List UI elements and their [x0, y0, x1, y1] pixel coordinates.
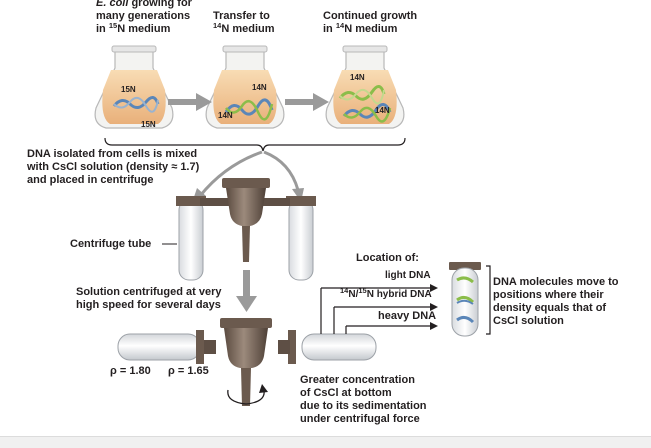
dna-mixed-icon	[338, 85, 392, 123]
density-top-label: ρ = 1.65	[168, 365, 209, 377]
dna-caption-line1: DNA isolated from cells is mixed	[27, 148, 198, 160]
concentration-caption-line3: due to its sedimentation	[300, 400, 427, 412]
result-bracket	[486, 265, 491, 335]
result-caption: DNA molecules move to positions where th…	[493, 276, 619, 328]
heavy-dna-label: heavy DNA	[378, 310, 437, 322]
flask3-caption-line1: Continued growth	[323, 10, 418, 22]
dna-15n-icon	[112, 96, 160, 113]
centrifuge-tube-label: Centrifuge tube	[70, 238, 152, 250]
flask1-caption: E. coli growing for many generations in …	[96, 0, 192, 36]
result-tube	[449, 262, 481, 337]
rotation-arrow-icon	[227, 389, 265, 405]
flask-14n-transfer: 14N 14N	[205, 45, 285, 129]
flask-14n-continued: 14N 14N	[325, 45, 405, 129]
result-caption-line3: density equals that of	[493, 302, 607, 314]
bracket	[104, 137, 406, 152]
spin-caption: Solution centrifuged at very high speed …	[76, 286, 221, 312]
flask2-mark-2: 14N	[218, 111, 233, 120]
dna-caption-line2: with CsCl solution (density ≈ 1.7)	[27, 161, 200, 173]
dna-hybrid-icon	[224, 98, 274, 121]
flask1-caption-line2: many generations	[96, 10, 191, 22]
viewer-footer-bar	[0, 436, 651, 448]
transfer-arrow-1	[168, 93, 212, 111]
density-bottom-label: ρ = 1.80	[110, 365, 151, 377]
flask3-mark-1: 14N	[350, 73, 365, 82]
flask2-mark-1: 14N	[252, 83, 267, 92]
location-title: Location of:	[356, 252, 419, 264]
flask2-caption-line2: 14N medium	[213, 21, 275, 35]
concentration-caption-line4: under centrifugal force	[300, 413, 420, 425]
flask1-caption-line1: growing for	[128, 0, 192, 9]
result-caption-line4: CsCl solution	[493, 315, 564, 327]
spin-caption-line1: Solution centrifuged at very	[76, 286, 222, 298]
flask1-caption-line3: in 15N medium	[96, 21, 171, 35]
flask-15n: 15N 15N	[94, 45, 174, 129]
flask3-mark-2: 14N	[375, 106, 390, 115]
concentration-caption-line1: Greater concentration	[300, 374, 415, 386]
light-dna-label: light DNA	[385, 270, 431, 281]
result-caption-line2: positions where their	[493, 289, 604, 301]
flask2-caption-line1: Transfer to	[213, 10, 270, 22]
flask2-caption: Transfer to 14N medium	[213, 10, 275, 36]
location-lines	[320, 284, 438, 334]
flask1-mark-1: 15N	[121, 85, 136, 94]
hybrid-dna-label: 14N/15N hybrid DNA	[340, 286, 432, 300]
down-arrow	[236, 270, 257, 312]
centrifuge-spinning	[117, 318, 377, 406]
concentration-caption-line2: of CsCl at bottom	[300, 387, 392, 399]
curved-arrow-right	[263, 150, 304, 202]
dna-caption-line3: and placed in centrifuge	[27, 174, 154, 186]
dna-caption: DNA isolated from cells is mixed with Cs…	[27, 148, 199, 187]
flask3-caption-line2: in 14N medium	[323, 21, 398, 35]
result-caption-line1: DNA molecules move to	[493, 276, 619, 288]
spin-caption-line2: high speed for several days	[76, 299, 221, 311]
flask3-caption: Continued growth in 14N medium	[323, 10, 417, 36]
transfer-arrow-2	[285, 93, 329, 111]
centrifuge-loading	[176, 178, 316, 281]
concentration-caption: Greater concentration of CsCl at bottom …	[300, 374, 427, 426]
flask1-mark-2: 15N	[141, 120, 156, 129]
species-name: E. coli	[96, 0, 129, 9]
